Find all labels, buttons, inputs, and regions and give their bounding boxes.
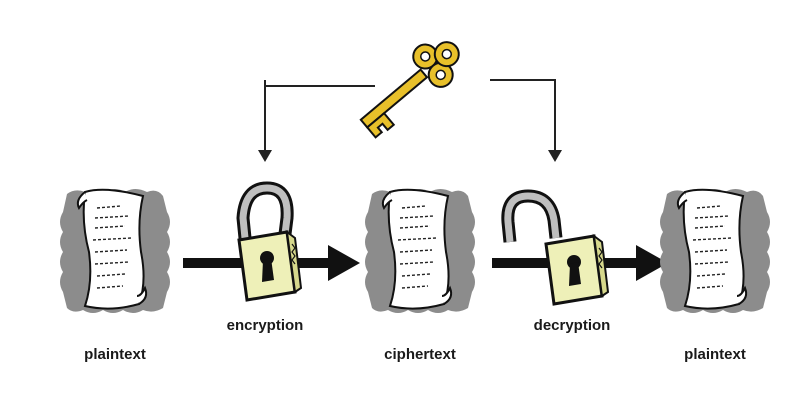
flow-arrows <box>183 245 668 281</box>
key-icon <box>359 41 460 139</box>
decryption-label: decryption <box>533 317 611 334</box>
plaintext-document-icon <box>59 188 171 314</box>
ciphertext-document-icon <box>364 188 476 314</box>
arrow-to-decryption <box>548 150 562 162</box>
arrow-to-encryption <box>258 150 272 162</box>
closed-padlock-icon <box>236 181 303 302</box>
key-connector <box>264 79 556 150</box>
ciphertext-label: ciphertext <box>384 346 456 363</box>
plaintext-output-document-icon <box>659 188 771 314</box>
open-padlock-icon <box>501 189 610 306</box>
encryption-label: encryption <box>226 317 304 334</box>
plaintext-input-label: plaintext <box>84 346 146 363</box>
plaintext-output-label: plaintext <box>684 346 746 363</box>
